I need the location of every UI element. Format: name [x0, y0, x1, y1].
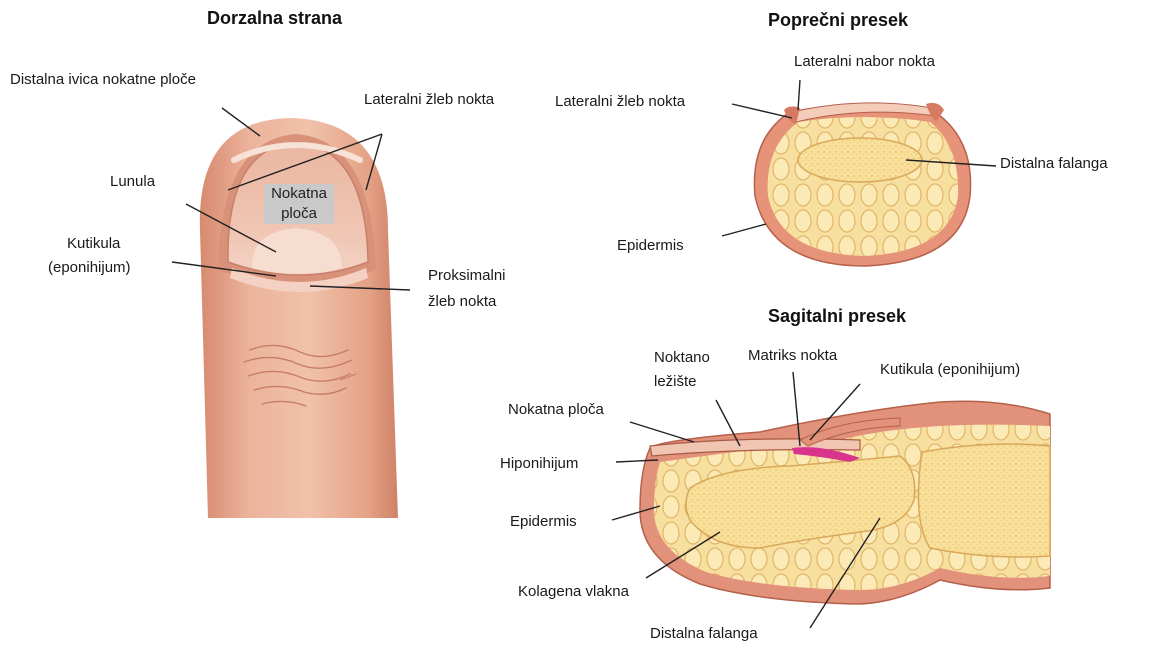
cross-bone — [798, 138, 922, 182]
label-sagittal-distal-phalanx: Distalna falanga — [650, 624, 758, 644]
label-cross-epidermis: Epidermis — [617, 236, 684, 256]
label-proximal-groove-1: Proksimalni — [428, 266, 506, 286]
sagittal-middle-phalanx — [918, 444, 1050, 557]
label-nail-bed-1: Noktano — [654, 348, 710, 368]
label-nail-plate-2: ploča — [264, 204, 334, 224]
label-proximal-groove-2: žleb nokta — [428, 292, 496, 312]
label-nail-plate-1: Nokatna — [264, 184, 334, 204]
label-cross-distal-phalanx: Distalna falanga — [1000, 154, 1108, 174]
label-hyponychium: Hiponihijum — [500, 454, 578, 474]
label-lateral-groove: Lateralni žleb nokta — [364, 90, 494, 110]
label-collagen: Kolagena vlakna — [518, 582, 629, 602]
label-matrix: Matriks nokta — [748, 346, 837, 366]
label-sagittal-epidermis: Epidermis — [510, 512, 577, 532]
title-cross-section: Poprečni presek — [768, 10, 908, 31]
cross-section — [754, 103, 970, 266]
label-lunula: Lunula — [110, 172, 155, 192]
label-nail-bed-2: ležište — [654, 372, 697, 392]
label-cuticle-1: Kutikula — [67, 234, 120, 254]
label-distal-edge: Distalna ivica nokatne ploče — [10, 70, 196, 90]
label-cross-lateral-groove: Lateralni žleb nokta — [555, 92, 685, 112]
label-lateral-fold: Lateralni nabor nokta — [794, 52, 935, 72]
dorsal-finger — [200, 118, 398, 518]
label-sagittal-cuticle: Kutikula (eponihijum) — [880, 360, 1020, 380]
title-sagittal-section: Sagitalni presek — [768, 306, 906, 327]
title-dorsal: Dorzalna strana — [207, 8, 342, 29]
label-cuticle-2: (eponihijum) — [48, 258, 131, 278]
label-sagittal-nail-plate: Nokatna ploča — [508, 400, 604, 420]
